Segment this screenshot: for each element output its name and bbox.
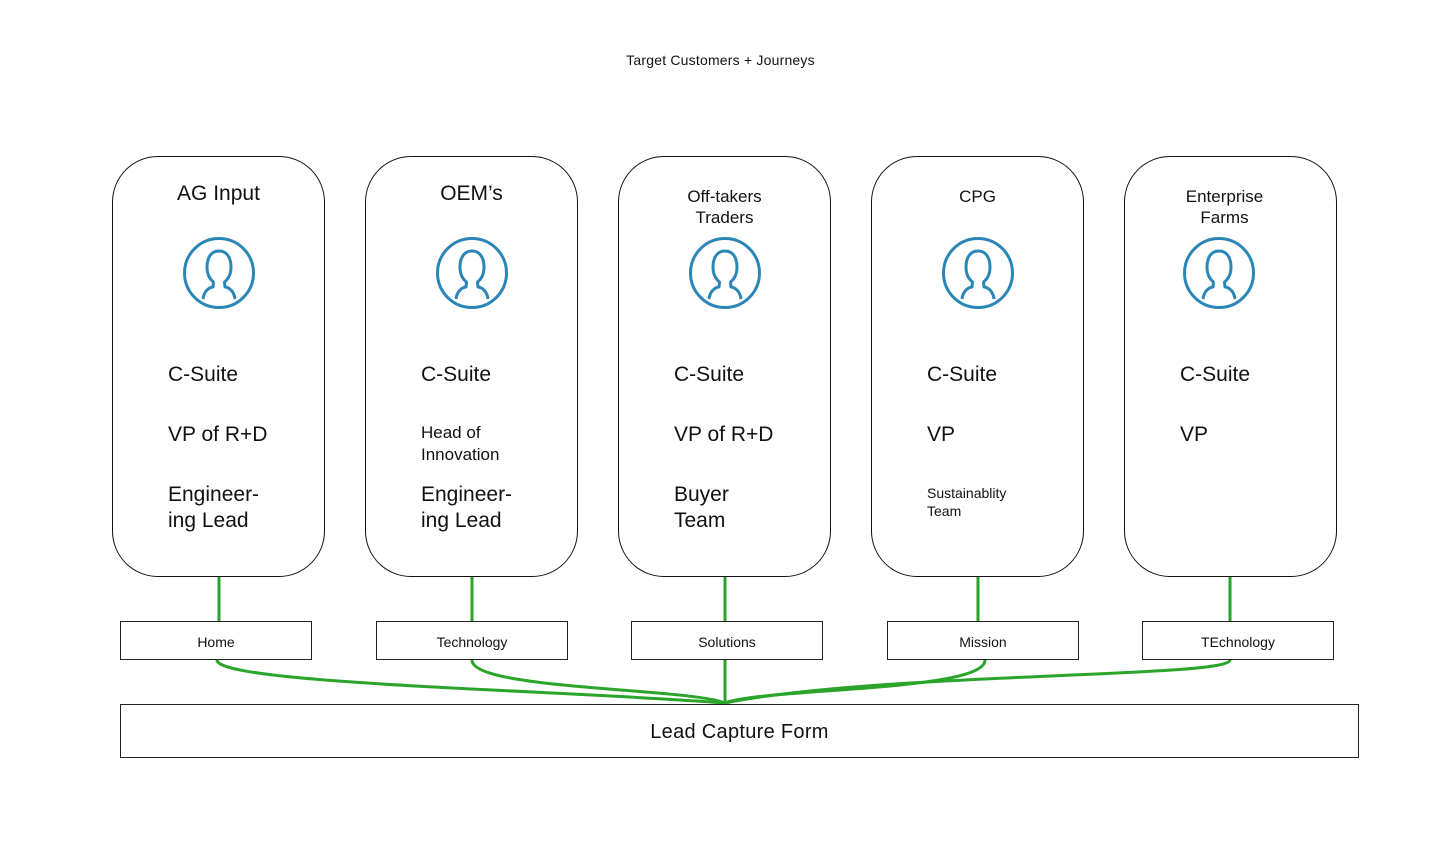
persona-title: Enterprise Farms: [1185, 187, 1264, 227]
entry-page-technology-2: TEchnology: [1142, 621, 1334, 660]
persona-role: Sustainablity Team: [927, 485, 1007, 519]
persona-role: Head of Innovation: [421, 423, 500, 464]
user-avatar-icon: [941, 237, 1014, 309]
persona-title: OEM’s: [440, 182, 503, 205]
persona-card-oems: OEM’s C-Suite Head of Innovation Enginee…: [365, 156, 578, 577]
persona-card-cpg: CPG C-Suite VP Sustainablity Team: [871, 156, 1084, 577]
user-avatar-icon: [688, 237, 761, 309]
persona-card-ag-input: AG Input C-Suite VP of R+D Engineer- ing…: [112, 156, 325, 577]
persona-role: VP of R+D: [674, 423, 774, 446]
entry-page-solutions: Solutions: [631, 621, 823, 660]
persona-role: VP of R+D: [168, 423, 268, 446]
persona-card-off-takers-traders: Off-takers Traders C-Suite VP of R+D Buy…: [618, 156, 831, 577]
entry-page-mission: Mission: [887, 621, 1079, 660]
entry-page-technology: Technology: [376, 621, 568, 660]
persona-role: C-Suite: [674, 363, 745, 386]
persona-title: Off-takers Traders: [687, 187, 762, 227]
persona-role: Buyer Team: [674, 483, 729, 532]
persona-role: VP: [927, 423, 956, 446]
persona-card-enterprise-farms: Enterprise Farms C-Suite VP: [1124, 156, 1337, 577]
persona-role: C-Suite: [168, 363, 239, 386]
persona-role: C-Suite: [421, 363, 492, 386]
persona-title: CPG: [959, 187, 996, 206]
lead-capture-form: Lead Capture Form: [120, 704, 1359, 758]
persona-role: Engineer- ing Lead: [421, 483, 513, 532]
diagram-title: Target Customers + Journeys: [626, 52, 815, 68]
user-avatar-icon: [182, 237, 255, 309]
user-avatar-icon: [435, 237, 508, 309]
connector-page-to-form-5: [723, 658, 1232, 705]
entry-page-home: Home: [120, 621, 312, 660]
connector-page-to-form-2: [470, 658, 727, 705]
persona-role: Engineer- ing Lead: [168, 483, 260, 532]
user-avatar-icon: [1182, 237, 1255, 309]
persona-role: C-Suite: [1180, 363, 1251, 386]
persona-title: AG Input: [177, 182, 260, 205]
connector-page-to-form-1: [215, 658, 727, 705]
persona-role: VP: [1180, 423, 1209, 446]
persona-role: C-Suite: [927, 363, 998, 386]
